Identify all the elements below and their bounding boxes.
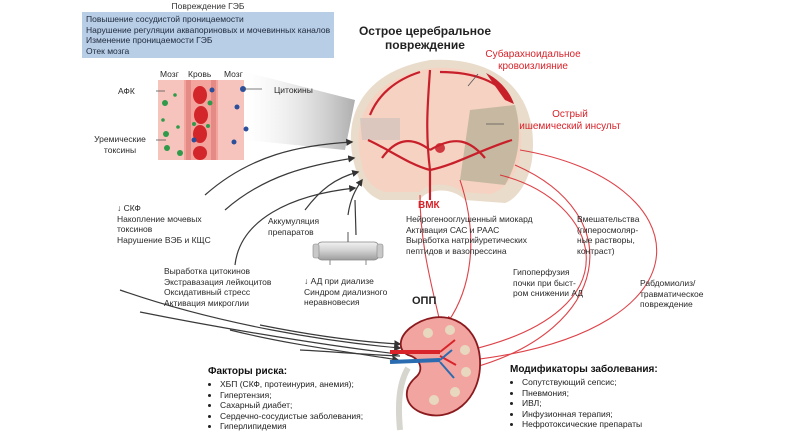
label-rhabdomyolysis: Рабдомиолиз/ травматическое повреждение [640, 278, 703, 310]
risk-factors: Факторы риска: ХБП (СКФ, протеинурия, ан… [208, 366, 363, 432]
text-line: травматическое [640, 288, 704, 299]
text-line: Нейрогенооглушенный миокард [406, 214, 533, 224]
brain-title-line1: Острое церебральное [358, 24, 492, 38]
modifier-item: Нефротоксические препараты [522, 419, 658, 430]
brain-title: Острое церебральное повреждение [350, 24, 500, 52]
label-dialysis: ↓ АД при диализе Синдром диализного нера… [304, 276, 387, 308]
label-inflammation: Выработка цитокинов Экстравазация лейкоц… [164, 266, 271, 308]
bbb-item: Повышение сосудистой проницаемости [86, 14, 244, 24]
text-line: Активация микроглии [164, 297, 249, 308]
zoom-funnel [245, 72, 355, 150]
label-stroke-line2: ишемический инсульт [519, 121, 621, 132]
arrow-k2b-5 [234, 185, 357, 266]
text-line: ↓ АД при диализе [304, 276, 374, 286]
bbb-item: Нарушение регуляции аквапориновых и моче… [86, 24, 331, 35]
label-neurogenic: Нейрогенооглушенный миокард Активация СА… [406, 214, 533, 256]
risk-factor-item: Гиперлипидемия [220, 421, 363, 432]
text-line: неравновесия [304, 297, 360, 307]
modifier-item: Инфузионная терапия; [522, 409, 658, 420]
label-sah-line2: кровоизлияние [498, 61, 568, 72]
text-line: токсинов [117, 224, 153, 234]
text-line: ные растворы, [577, 235, 635, 245]
label-drug-accumulation: Аккумуляция препаратов [268, 216, 319, 237]
vessel-label-brain-left: Мозг [160, 69, 179, 79]
disease-modifiers: Модификаторы заболевания: Сопутствующий … [510, 364, 658, 430]
label-stroke-line1: Острый [552, 109, 588, 120]
bbb-title: Повреждение ГЭБ [171, 1, 245, 11]
modifiers-title: Модификаторы заболевания: [510, 364, 658, 375]
label-aki: ОПП [412, 295, 437, 307]
label-sah: Субарахноидальное кровоизлияние [478, 49, 588, 73]
text-line: Выработка цитокинов [164, 266, 251, 276]
label-uremic-toxins: Уремические токсины [94, 134, 146, 155]
text-line: Гипоперфузия [513, 267, 570, 277]
text-line: ↓ СКФ [117, 203, 141, 213]
risk-factor-item: Сахарный диабет; [220, 400, 363, 411]
text-line: Синдром диализного [304, 286, 388, 297]
modifier-item: ИВЛ; [522, 398, 658, 409]
text-line: пептидов и вазопрессина [406, 245, 507, 256]
text-line: контраст) [577, 245, 615, 256]
text-line: Оксидативный стресс [164, 287, 251, 297]
text-line: Нарушение ВЭБ и КЩС [117, 234, 211, 245]
arrow-k2b-1 [204, 138, 354, 196]
text-line: ром снижении АД [513, 288, 584, 298]
label-cytokines: Цитокины [274, 85, 313, 95]
label-hypoperfusion: Гипоперфузия почки при быст- ром снижени… [513, 267, 583, 299]
bbb-effects-box: Повышение сосудистой проницаемости Наруш… [82, 12, 334, 58]
arrow-k2b-2 [224, 155, 356, 211]
label-ischemic-stroke: Острый ишемический инсульт [515, 109, 625, 133]
text-line: препаратов [268, 226, 314, 237]
bbb-item: Отек мозга [86, 45, 130, 56]
risk-factor-item: Сердечно-сосудистые заболевания; [220, 411, 363, 422]
arrow-k2b-3 [304, 169, 360, 211]
arrow-k2b-6 [354, 199, 357, 236]
label-sah-line1: Субарахноидальное [485, 49, 581, 60]
text-line: (гиперосмоляр- [577, 224, 639, 235]
bbb-item: Изменение проницаемости ГЭБ [86, 35, 213, 45]
label-interventions: Вмешательства (гиперосмоляр- ные раствор… [577, 214, 639, 256]
text-line: Экстравазация лейкоцитов [164, 276, 272, 287]
modifier-item: Сопутствующий сепсис; [522, 377, 658, 388]
risk-factor-item: Гипертензия; [220, 390, 363, 401]
vessel-illustration [156, 80, 262, 160]
label-ich: ВМК [418, 200, 440, 211]
text-line: Активация САС и РААС [406, 224, 500, 235]
risk-factor-item: ХБП (СКФ, протеинурия, анемия); [220, 379, 363, 390]
text-line: Накопление мочевых [117, 213, 202, 224]
arrow-k2b-4 [347, 178, 363, 216]
label-ros: АФК [118, 86, 135, 96]
dialyzer-icon [312, 232, 384, 265]
label-gfr-effects: ↓ СКФ Накопление мочевых токсинов Наруше… [117, 203, 211, 245]
text-line: Аккумуляция [268, 216, 320, 226]
text-line: почки при быст- [513, 277, 576, 288]
brain-illustration [350, 59, 534, 204]
text-line: Рабдомиолиз/ [640, 278, 696, 288]
kidney-illustration [389, 316, 481, 431]
risk-factors-title: Факторы риска: [208, 366, 288, 377]
vessel-label-brain-right: Мозг [224, 69, 243, 79]
modifier-item: Пневмония; [522, 388, 658, 399]
text-line: повреждение [640, 299, 693, 309]
vessel-label-blood: Кровь [188, 69, 212, 79]
brain-title-line2: повреждение [385, 38, 465, 52]
text-line: Выработка натрийуретических [406, 235, 527, 245]
text-line: Вмешательства [577, 214, 640, 224]
